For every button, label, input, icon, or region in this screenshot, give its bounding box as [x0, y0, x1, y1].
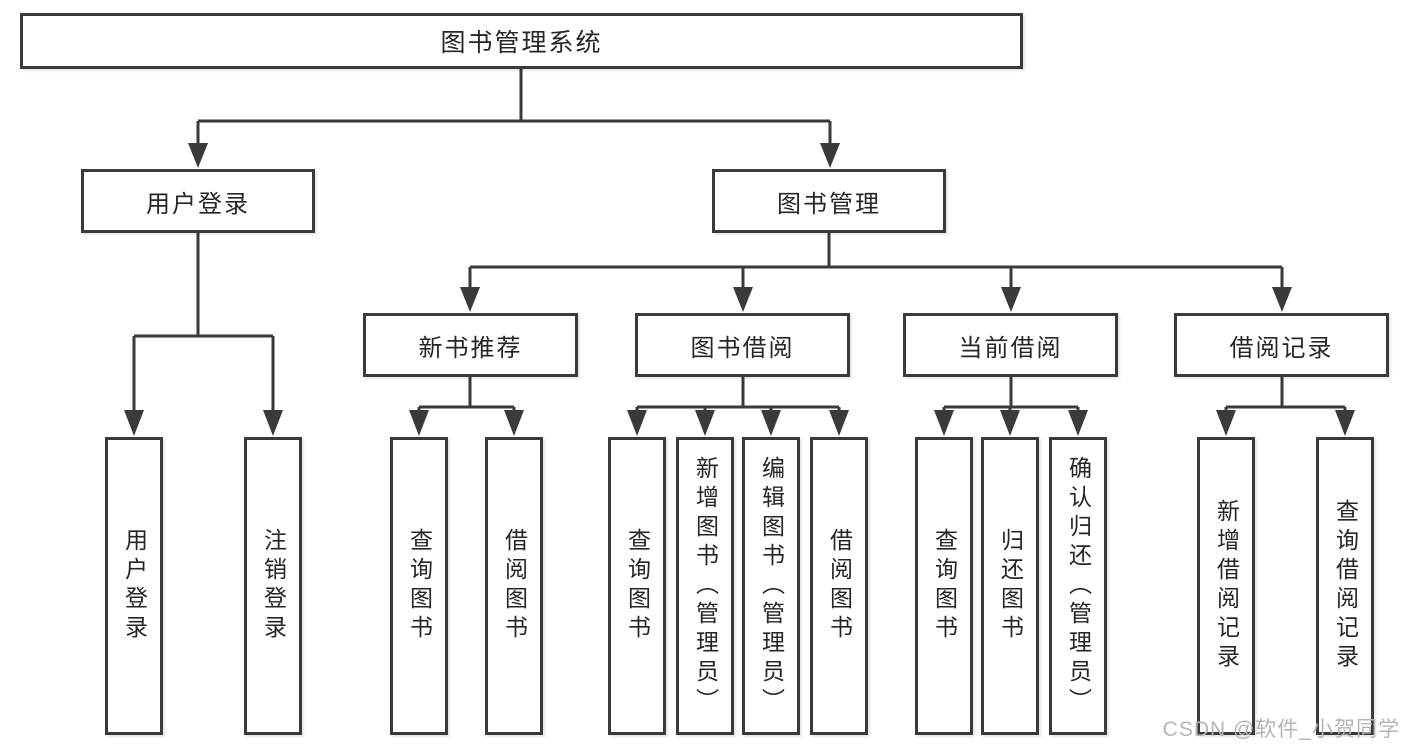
- leaf-recommend-query-book-label: 查询图书: [406, 528, 433, 644]
- leaf-current-return-book-label: 归还图书: [997, 528, 1024, 644]
- leaf-current-query-book-label: 查询图书: [931, 528, 958, 644]
- node-current-borrow-label: 当前借阅: [958, 334, 1063, 362]
- leaf-logout: 注销登录: [244, 437, 302, 735]
- node-new-book-recommend-label: 新书推荐: [418, 334, 523, 362]
- leaf-borrow-query-book: 查询图书: [608, 437, 666, 735]
- leaf-current-return-book: 归还图书: [981, 437, 1039, 735]
- leaf-current-confirm-return-label: 确认归还（管理员）: [1065, 455, 1092, 717]
- node-root: 图书管理系统: [20, 13, 1023, 69]
- leaf-records-add-record-label: 新增借阅记录: [1213, 499, 1240, 673]
- leaf-borrow-edit-book: 编辑图书（管理员）: [742, 437, 800, 735]
- leaf-records-add-record: 新增借阅记录: [1197, 437, 1255, 735]
- leaf-logout-label: 注销登录: [260, 528, 287, 644]
- leaf-current-confirm-return: 确认归还（管理员）: [1049, 437, 1107, 735]
- node-borrow-records-label: 借阅记录: [1229, 334, 1334, 362]
- node-user-login-label: 用户登录: [146, 190, 250, 218]
- leaf-borrow-add-book-label: 新增图书（管理员）: [692, 455, 719, 717]
- csdn-watermark: CSDN @软件_小贺同学: [1162, 718, 1400, 741]
- node-root-label: 图书管理系统: [440, 29, 603, 57]
- node-borrow-records: 借阅记录: [1174, 313, 1389, 377]
- node-user-login: 用户登录: [81, 169, 315, 233]
- leaf-borrow-add-book: 新增图书（管理员）: [676, 437, 734, 735]
- node-book-borrow: 图书借阅: [635, 313, 850, 377]
- leaf-borrow-edit-book-label: 编辑图书（管理员）: [758, 455, 785, 717]
- leaf-recommend-query-book: 查询图书: [390, 437, 448, 735]
- leaf-borrow-borrow-book: 借阅图书: [810, 437, 868, 735]
- leaf-user-login: 用户登录: [105, 437, 163, 735]
- leaf-current-query-book: 查询图书: [915, 437, 973, 735]
- leaf-records-query-record-label: 查询借阅记录: [1332, 499, 1359, 673]
- node-new-book-recommend: 新书推荐: [363, 313, 578, 377]
- leaf-user-login-label: 用户登录: [121, 528, 148, 644]
- leaf-borrow-borrow-book-label: 借阅图书: [826, 528, 853, 644]
- node-book-management-label: 图书管理: [777, 190, 881, 218]
- leaf-borrow-query-book-label: 查询图书: [624, 528, 651, 644]
- leaf-records-query-record: 查询借阅记录: [1316, 437, 1374, 735]
- leaf-recommend-borrow-book: 借阅图书: [485, 437, 543, 735]
- node-book-management: 图书管理: [712, 169, 946, 233]
- node-book-borrow-label: 图书借阅: [690, 334, 795, 362]
- leaf-recommend-borrow-book-label: 借阅图书: [501, 528, 528, 644]
- node-current-borrow: 当前借阅: [903, 313, 1118, 377]
